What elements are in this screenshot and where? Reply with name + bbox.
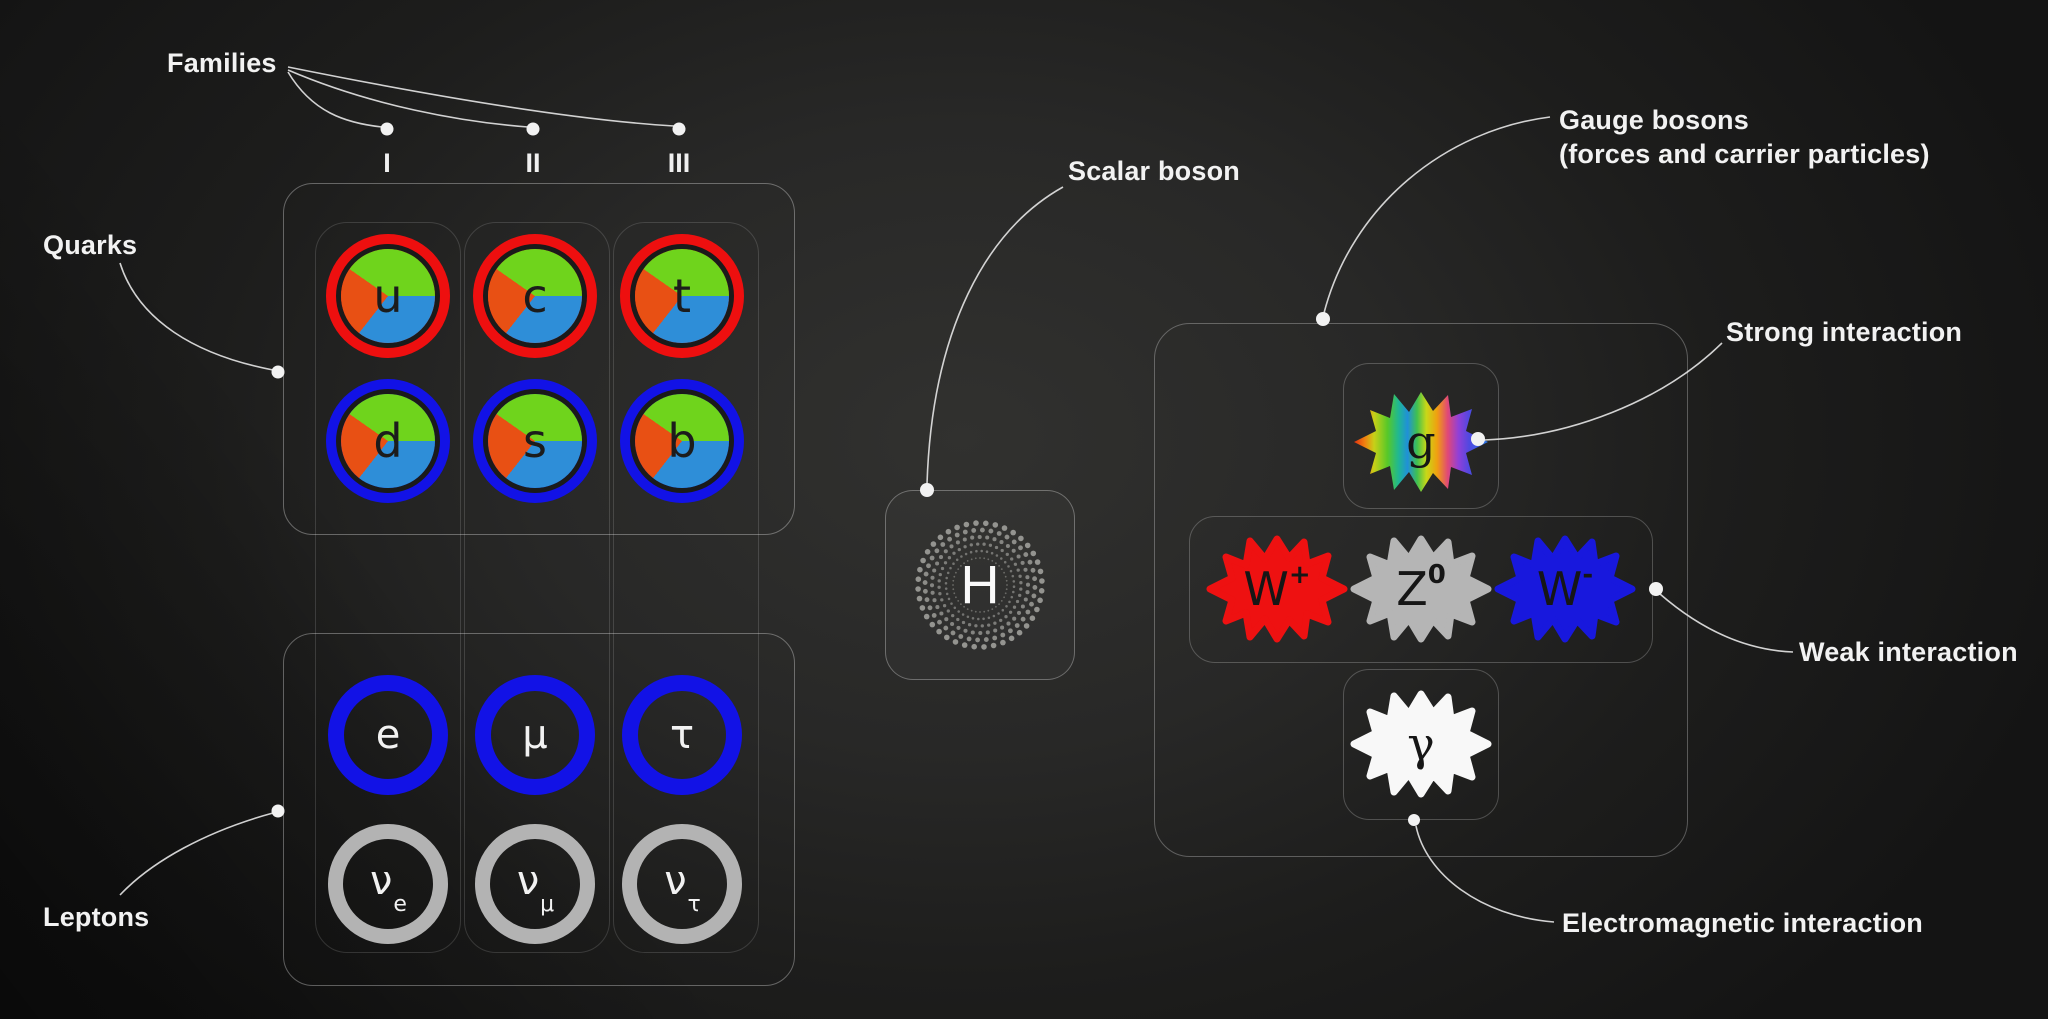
connector-dot <box>380 122 394 136</box>
lepton-symbol: τ <box>669 712 695 758</box>
color-charge-pie-icon: u <box>341 249 435 343</box>
gluon-symbol: g <box>1406 415 1436 469</box>
neutrino-symbol: ντ <box>664 857 701 917</box>
quark-symbol: t <box>672 269 692 323</box>
gauge-bosons-label: Gauge bosons (forces and carrier particl… <box>1559 103 1930 171</box>
lepton-electron: e <box>328 675 448 795</box>
quarks-label: Quarks <box>43 230 138 260</box>
quark-d: d <box>326 379 450 503</box>
electromagnetic-interaction-box <box>1343 669 1499 820</box>
photon-symbol: γ <box>1407 717 1435 771</box>
quark-b: b <box>620 379 744 503</box>
color-charge-pie-icon: d <box>341 394 435 488</box>
gauge-bosons-leader <box>1323 116 1551 314</box>
photon: γ <box>1351 692 1491 796</box>
quark-t: t <box>620 234 744 358</box>
quarks-group-box <box>283 183 795 535</box>
connector-dot <box>526 122 540 136</box>
neutrino-tau: ντ <box>622 824 742 944</box>
neutrino-electron: νe <box>328 824 448 944</box>
lepton-symbol: μ <box>522 712 548 758</box>
color-charge-pie-icon: b <box>635 394 729 488</box>
lepton-tau: τ <box>622 675 742 795</box>
w-minus-boson: W- <box>1495 537 1635 641</box>
color-charge-pie-icon: t <box>635 249 729 343</box>
quark-s: s <box>473 379 597 503</box>
family-column-3 <box>613 222 759 953</box>
quark-symbol: c <box>522 269 548 323</box>
quark-symbol: u <box>373 269 403 323</box>
scalar-boson-label: Scalar boson <box>1068 156 1240 186</box>
electromagnetic-interaction-label: Electromagnetic interaction <box>1562 908 1923 938</box>
neutrino-muon: νμ <box>475 824 595 944</box>
lepton-muon: μ <box>475 675 595 795</box>
higgs-boson: H <box>885 490 1075 680</box>
family-column-2 <box>464 222 610 953</box>
color-charge-pie-icon: s <box>488 394 582 488</box>
scalar-boson-leader <box>926 186 1064 485</box>
neutrino-symbol: νe <box>370 857 407 917</box>
higgs-symbol: H <box>960 555 1000 615</box>
gauge-bosons-label-line1: Gauge bosons <box>1559 105 1749 135</box>
strong-interaction-label: Strong interaction <box>1726 317 1963 347</box>
families-leader-1 <box>287 71 383 128</box>
quark-c: c <box>473 234 597 358</box>
families-leader-3 <box>287 66 675 127</box>
family-column-1 <box>315 222 461 953</box>
quarks-leader <box>119 262 274 371</box>
weak-interaction-label: Weak interaction <box>1799 637 2018 667</box>
scalar-boson-box <box>885 490 1075 680</box>
quark-u: u <box>326 234 450 358</box>
family-numeral-3: III <box>667 148 691 178</box>
families-label: Families <box>167 48 277 78</box>
quark-symbol: d <box>373 414 403 468</box>
neutrino-symbol: νμ <box>516 857 555 917</box>
lepton-symbol: e <box>375 712 401 758</box>
gluon: g <box>1351 390 1491 494</box>
quark-symbol: b <box>667 414 697 468</box>
w-minus-symbol: W- <box>1536 560 1594 616</box>
higgs-dot-sunburst-icon <box>915 520 1045 650</box>
quark-symbol: s <box>523 414 547 468</box>
w-plus-symbol: W+ <box>1243 560 1311 616</box>
leptons-leader <box>119 812 274 896</box>
color-charge-pie-icon: c <box>488 249 582 343</box>
leptons-label: Leptons <box>43 902 150 932</box>
families-leader-2 <box>287 69 529 128</box>
gauge-bosons-label-line2: (forces and carrier particles) <box>1559 139 1930 169</box>
family-numeral-2: II <box>525 148 541 178</box>
connector-dot <box>672 122 686 136</box>
w-plus-boson: W+ <box>1207 537 1347 641</box>
family-numeral-1: I <box>383 148 391 178</box>
